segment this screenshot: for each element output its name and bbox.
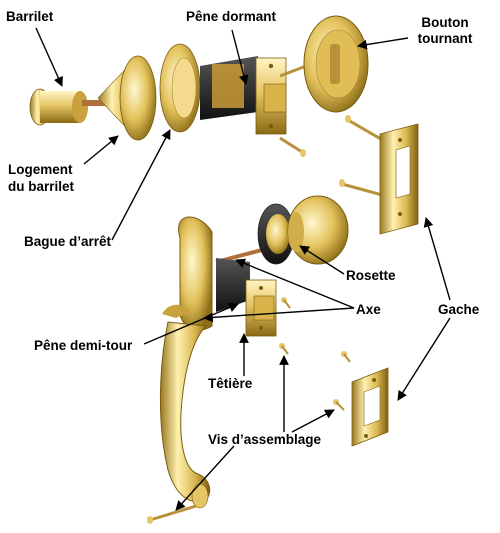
- label-axe: Axe: [356, 302, 381, 317]
- label-logement-line1: Logement: [8, 162, 73, 177]
- label-rosette: Rosette: [346, 268, 396, 283]
- label-bouton-tournant-line2: tournant: [417, 31, 473, 46]
- arrow-bague: [111, 129, 171, 241]
- knob: [287, 195, 349, 265]
- leader-arrows: [35, 27, 451, 511]
- arrow-axe-1: [235, 258, 355, 309]
- label-gache: Gache: [438, 302, 480, 317]
- arrow-axe-2: [203, 307, 355, 323]
- label-barrilet: Barrilet: [6, 9, 54, 24]
- handle-lever: [159, 321, 211, 509]
- label-bague: Bague d’arrêt: [24, 234, 112, 249]
- latch: [216, 258, 277, 337]
- assembly-screws: [279, 297, 351, 411]
- label-pene-dormant: Pêne dormant: [186, 9, 277, 24]
- arrow-vis-3: [175, 445, 235, 511]
- strike-plate-lower: [351, 367, 389, 447]
- arrow-rosette: [299, 245, 345, 275]
- label-tetiere: Têtière: [208, 376, 253, 391]
- retaining-ring: [159, 43, 201, 133]
- barrel-housing: [97, 55, 157, 141]
- handle-escutcheon: [162, 216, 213, 331]
- handle-screw: [147, 504, 197, 524]
- arrow-logement: [83, 135, 119, 165]
- deadbolt: [200, 56, 287, 135]
- thumb-turn: [303, 15, 369, 113]
- arrow-vis-2: [291, 409, 335, 433]
- label-vis-assemblage: Vis d’assemblage: [208, 432, 322, 447]
- arrow-bouton-tournant: [357, 37, 409, 50]
- arrow-barrilet: [35, 27, 63, 87]
- arrow-pene-demi-tour: [143, 302, 239, 345]
- label-pene-demi-tour: Pêne demi-tour: [34, 338, 133, 353]
- arrow-gache-2: [397, 317, 451, 401]
- arrow-pene-dormant: [231, 29, 249, 85]
- rosette: [257, 203, 295, 265]
- strike-plate-upper: [339, 115, 419, 235]
- barrel-cylinder: [29, 88, 118, 126]
- arrow-gache-1: [423, 217, 451, 301]
- label-logement-line2: du barrilet: [8, 179, 75, 194]
- label-bouton-tournant-line1: Bouton: [421, 15, 469, 30]
